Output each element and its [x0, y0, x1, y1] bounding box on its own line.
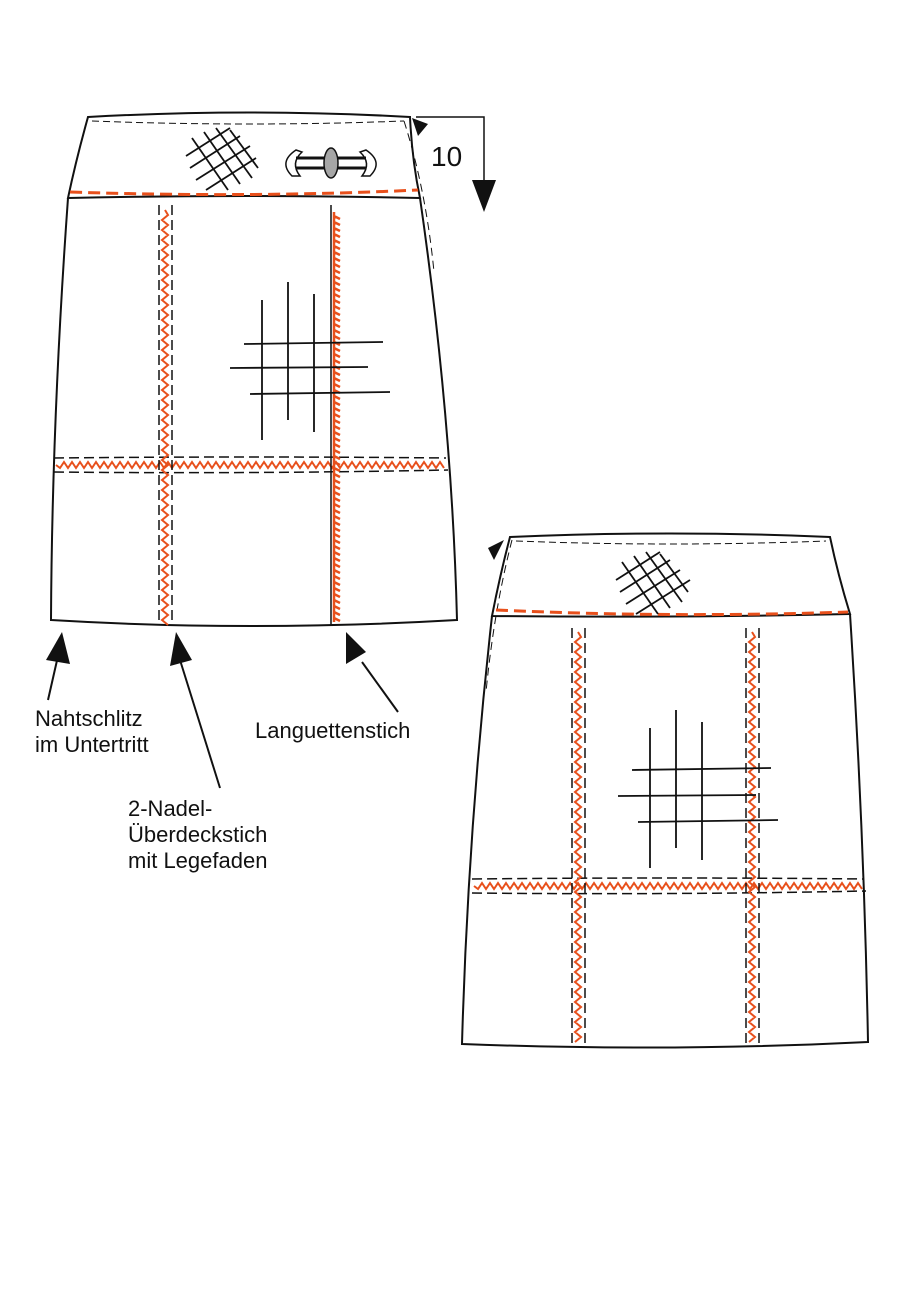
waistband-measure-indicator	[412, 116, 496, 212]
back-notch-icon	[488, 540, 504, 560]
front-waistband-outline	[66, 111, 422, 200]
front-toggle-clasp	[285, 147, 377, 179]
back-waistband-inner-edge	[515, 540, 827, 545]
front-vertical-coverstitch	[158, 205, 173, 626]
measure-arrow-down-icon	[472, 180, 496, 212]
front-toggle-button	[323, 147, 339, 179]
slit-arrow-head-icon	[46, 632, 70, 664]
front-overlap-dashed-line	[403, 120, 435, 273]
callout-arrows	[46, 632, 399, 789]
front-horizontal-coverstitch	[53, 456, 449, 474]
front-blanket-stitch-seam	[330, 205, 341, 625]
label-blanket-stitch: Languettenstich	[255, 718, 411, 743]
label-seam-slit-line1: Nahtschlitz	[35, 706, 143, 731]
label-coverstitch-line2: Überdeckstich	[128, 822, 268, 847]
coverstitch-arrow-head-icon	[170, 632, 192, 666]
back-body-grid-detail	[617, 710, 779, 868]
label-coverstitch-line1: 2-Nadel-	[128, 796, 213, 821]
label-coverstitch: 2-Nadel- Überdeckstich mit Legefaden	[128, 796, 267, 874]
back-view	[460, 532, 870, 1049]
back-waistband-outline	[490, 532, 852, 618]
blanket-arrow-head-icon	[346, 632, 366, 664]
front-body-grid-detail	[229, 282, 391, 440]
label-waistband-measure: 10	[431, 141, 463, 172]
back-overlap-dashed-line	[485, 539, 513, 693]
front-view	[49, 111, 459, 627]
back-vertical-coverstitch-left	[571, 628, 586, 1046]
front-waistband-crosshatch	[185, 127, 259, 191]
back-vertical-coverstitch-right	[745, 628, 760, 1046]
back-skirt-outline	[460, 613, 870, 1049]
front-waist-seam-stitching	[69, 188, 419, 197]
back-waist-seam-stitching	[495, 608, 849, 617]
front-waistband-inner-edge	[91, 120, 405, 125]
front-skirt-outline	[49, 197, 459, 627]
back-waistband-crosshatch	[615, 551, 691, 615]
label-coverstitch-line3: mit Legefaden	[128, 848, 268, 873]
label-seam-slit-line2: im Untertritt	[35, 732, 149, 757]
label-seam-slit: Nahtschlitz im Untertritt	[35, 706, 149, 758]
back-horizontal-coverstitch	[471, 877, 867, 895]
